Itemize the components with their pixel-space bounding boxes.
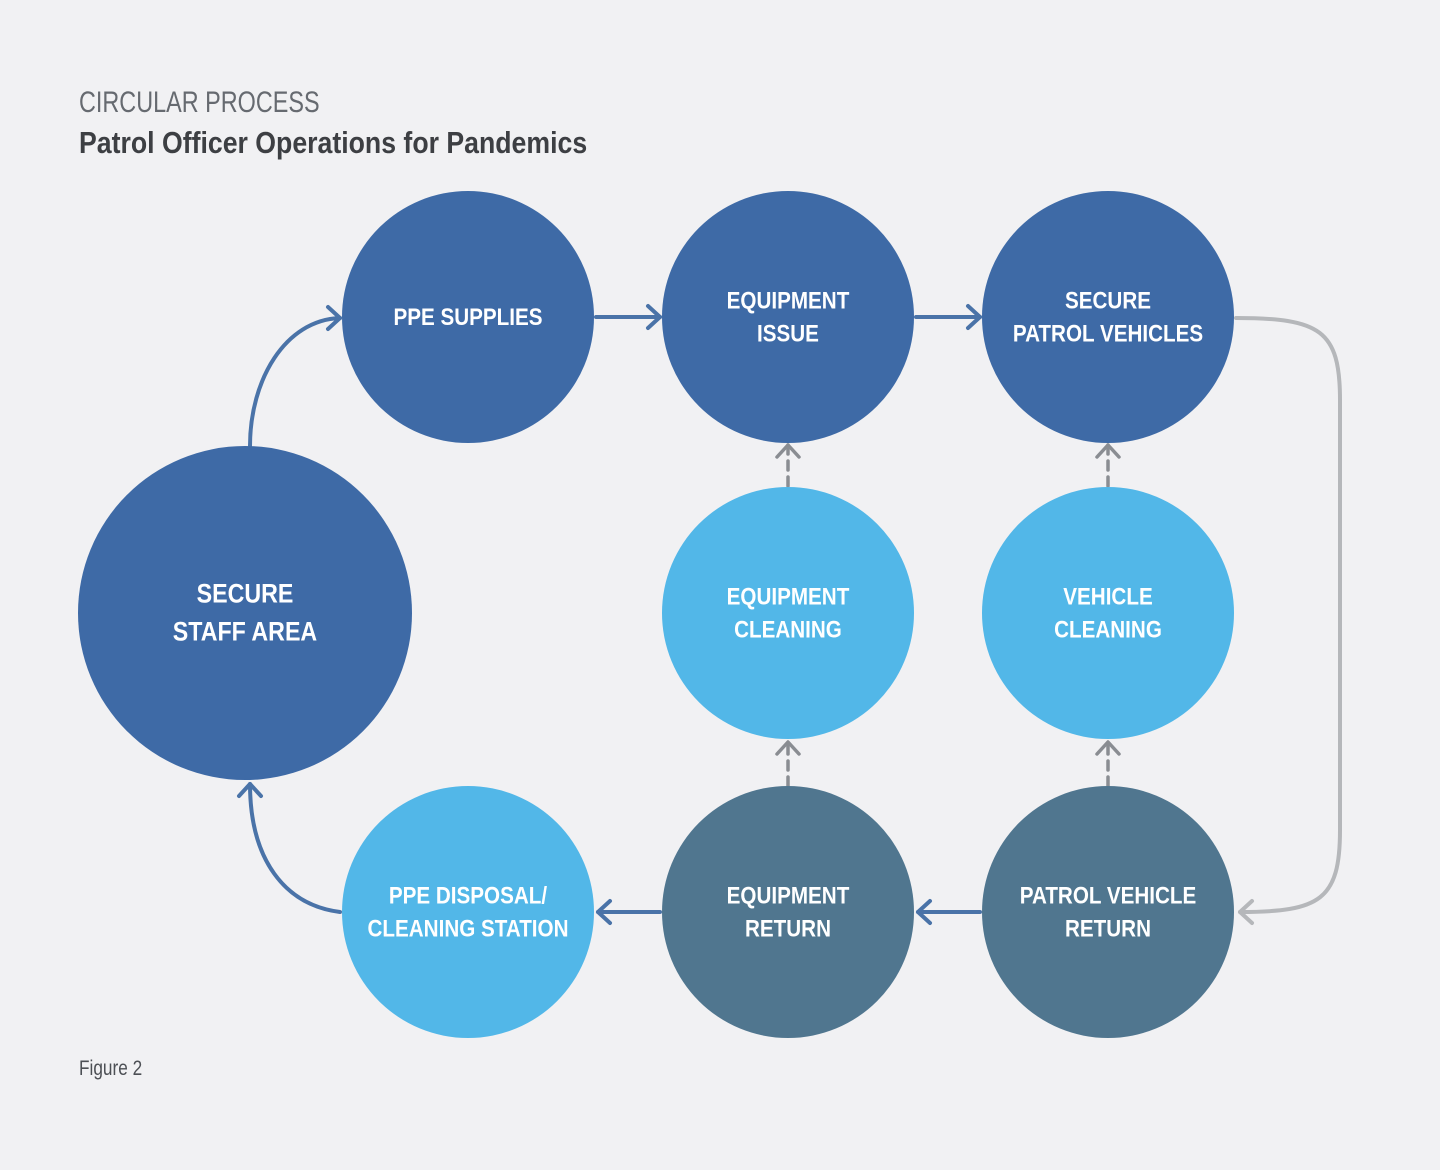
connections-layer <box>237 304 1342 925</box>
arrowhead-icon <box>1095 443 1121 459</box>
connector-secure-patrol-vehicles-to-patrol-vehicle-return <box>1234 316 1342 925</box>
nodes-layer: SECURE STAFF AREA PPE SUPPLIES EQUIPMENT ISS… <box>78 191 1234 1038</box>
node-equipment-cleaning: EQUIPMENT CLEANING <box>662 487 914 739</box>
node-secure-staff-area: SECURE STAFF AREA <box>78 446 412 780</box>
node-label-line: EQUIPMENT <box>727 287 850 314</box>
arrowhead-icon <box>966 304 982 330</box>
node-ppe-supplies: PPE SUPPLIES <box>342 191 594 443</box>
connector-ppe-supplies-to-equipment-issue <box>594 304 662 330</box>
node-label-line: EQUIPMENT <box>727 882 850 909</box>
diagram-kicker: CIRCULAR PROCESS <box>79 86 320 119</box>
node-label-line: EQUIPMENT <box>727 583 850 610</box>
arrowhead-icon <box>916 899 932 925</box>
node-label-line: RETURN <box>1065 915 1151 942</box>
connector-line <box>1234 316 1342 914</box>
node-circle <box>662 191 914 443</box>
node-label-line: ISSUE <box>757 320 819 347</box>
node-circle <box>982 487 1234 739</box>
connector-line <box>248 782 342 914</box>
arrowhead-icon <box>1238 899 1254 925</box>
connector-ppe-disposal-cleaning-station-to-secure-staff-area <box>237 782 342 914</box>
connector-patrol-vehicle-return-to-vehicle-cleaning <box>1095 740 1121 788</box>
node-label-line: SECURE <box>1065 287 1151 314</box>
figure-caption: Figure 2 <box>79 1057 143 1080</box>
arrowhead-icon <box>646 304 662 330</box>
node-circle <box>662 786 914 1038</box>
node-equipment-return: EQUIPMENT RETURN <box>662 786 914 1038</box>
node-label-line: RETURN <box>745 915 831 942</box>
arrowhead-icon <box>326 305 342 331</box>
node-circle <box>662 487 914 739</box>
connector-equipment-return-to-equipment-cleaning <box>775 740 801 788</box>
node-ppe-disposal-cleaning-station: PPE DISPOSAL/CLEANING STATION <box>342 786 594 1038</box>
node-label-line: CLEANING STATION <box>368 915 569 942</box>
arrowhead-icon <box>237 782 263 798</box>
arrowhead-icon <box>596 899 612 925</box>
node-secure-patrol-vehicles: SECURE PATROL VEHICLES <box>982 191 1234 443</box>
connector-line <box>248 316 342 448</box>
node-equipment-issue: EQUIPMENT ISSUE <box>662 191 914 443</box>
node-label-line: PPE SUPPLIES <box>393 304 542 331</box>
node-circle <box>982 786 1234 1038</box>
node-label-line: PPE DISPOSAL/ <box>389 882 547 909</box>
arrowhead-icon <box>1095 740 1121 756</box>
connector-vehicle-cleaning-to-secure-patrol-vehicles <box>1095 443 1121 488</box>
connector-equipment-return-to-ppe-disposal-cleaning-station <box>596 899 662 925</box>
arrowhead-icon <box>775 443 801 459</box>
connector-equipment-issue-to-secure-patrol-vehicles <box>914 304 982 330</box>
arrowhead-icon <box>775 740 801 756</box>
connector-secure-staff-area-to-ppe-supplies <box>248 305 342 448</box>
connector-equipment-cleaning-to-equipment-issue <box>775 443 801 488</box>
node-label-line: SECURE <box>197 579 294 609</box>
node-vehicle-cleaning: VEHICLE CLEANING <box>982 487 1234 739</box>
node-label-line: PATROL VEHICLE <box>1020 882 1197 909</box>
diagram-title: Patrol Officer Operations for Pandemics <box>79 125 588 160</box>
node-label-line: PATROL VEHICLES <box>1013 320 1203 347</box>
node-circle <box>982 191 1234 443</box>
node-label-line: STAFF AREA <box>173 617 317 647</box>
node-patrol-vehicle-return: PATROL VEHICLE RETURN <box>982 786 1234 1038</box>
connector-patrol-vehicle-return-to-equipment-return <box>916 899 982 925</box>
node-circle <box>78 446 412 780</box>
node-label-line: CLEANING <box>1054 616 1162 643</box>
node-circle <box>342 191 594 443</box>
node-label-line: CLEANING <box>734 616 842 643</box>
node-circle <box>342 786 594 1038</box>
node-label-line: VEHICLE <box>1063 583 1152 610</box>
